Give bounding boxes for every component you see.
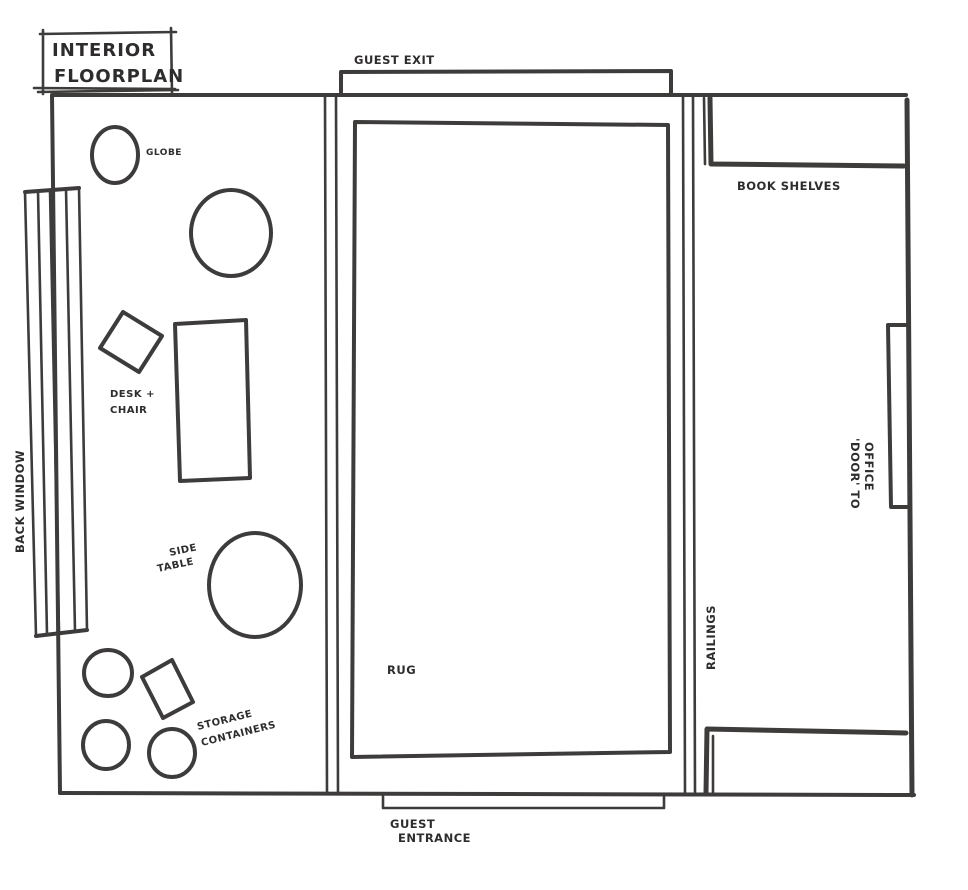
desk-chair-label-2: CHAIR <box>110 405 147 416</box>
chair <box>98 310 164 374</box>
bottom-right-shelf <box>703 726 909 796</box>
guest-exit-label: GUEST EXIT <box>354 53 435 67</box>
round-table <box>189 188 273 278</box>
book-shelves-label: BOOK SHELVES <box>737 179 841 193</box>
side-table: SIDE TABLE <box>156 531 303 639</box>
desk-chair-label-1: DESK + <box>110 389 155 400</box>
center-room-walls <box>323 95 697 797</box>
railings-label: RAILINGS <box>704 605 718 670</box>
side-table-label-1: SIDE <box>168 542 198 559</box>
office-door: 'DOOR' TO OFFICE <box>848 323 910 509</box>
title-line-1: INTERIOR <box>52 40 156 61</box>
guest-entrance-door: GUEST ENTRANCE <box>381 794 666 845</box>
side-table-label-2: TABLE <box>156 556 195 574</box>
title-line-2: FLOORPLAN <box>54 66 184 87</box>
outer-walls <box>50 93 916 798</box>
office-door-label-1: 'DOOR' TO <box>848 438 862 509</box>
back-window: BACK WINDOW <box>13 186 89 638</box>
globe-label: GLOBE <box>146 148 182 158</box>
book-shelves: BOOK SHELVES <box>702 95 907 193</box>
storage-container <box>82 648 134 698</box>
desk <box>173 318 252 483</box>
storage-container <box>81 719 131 771</box>
back-window-label: BACK WINDOW <box>13 450 27 553</box>
desk-and-chair: DESK + CHAIR <box>98 310 252 483</box>
storage-box <box>140 658 195 720</box>
guest-exit-door: GUEST EXIT <box>339 53 673 95</box>
rug-label: RUG <box>387 663 416 677</box>
globe: GLOBE <box>90 125 182 185</box>
title-box: INTERIOR FLOORPLAN <box>32 26 184 96</box>
guest-entrance-label-1: GUEST <box>390 817 435 831</box>
storage-container <box>147 727 197 779</box>
guest-entrance-label-2: ENTRANCE <box>398 831 471 845</box>
storage-containers: STORAGE CONTAINERS <box>81 648 277 779</box>
office-door-label-2: OFFICE <box>862 442 876 491</box>
rug: RUG <box>350 120 672 759</box>
